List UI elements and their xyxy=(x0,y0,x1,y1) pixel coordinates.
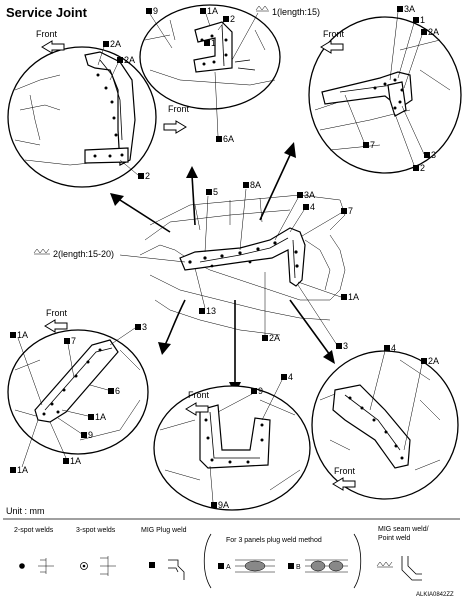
bc-front-arrow-icon xyxy=(185,402,209,416)
tl-front-arrow-icon xyxy=(41,40,65,54)
tl-front-label: Front xyxy=(36,29,58,39)
legend-method-b: B xyxy=(296,564,301,571)
tr-label-7: 7 xyxy=(370,140,375,150)
tl-label-2a-2: 2A xyxy=(124,55,135,65)
tc-front-label: Front xyxy=(168,104,190,114)
tc-seam-icon xyxy=(255,5,269,11)
tc-label-1a: 1A xyxy=(207,6,218,16)
detail-circle-top-left: Front 2A 2A 2 xyxy=(7,29,157,188)
two-spot-weld-icon xyxy=(19,563,25,569)
legend-mig-plug-label: MIG Plug weld xyxy=(141,527,187,534)
bl-label-9: 9 xyxy=(88,430,93,440)
center-label-7: 7 xyxy=(348,206,353,216)
method-a-icon xyxy=(218,563,224,569)
legend-2spot-label: 2-spot welds xyxy=(14,527,54,534)
figure-code: ALKIA0842ZZ xyxy=(416,592,454,598)
tr-front-arrow-icon xyxy=(320,40,344,54)
tr-label-3a: 3A xyxy=(404,4,415,14)
method-b-icon xyxy=(288,563,294,569)
legend-paren-open xyxy=(203,533,212,589)
legend-method-a: A xyxy=(226,564,231,571)
bc-label-4: 4 xyxy=(288,372,293,382)
tl-label-2a-1: 2A xyxy=(110,39,121,49)
tl-label-2: 2 xyxy=(145,171,150,181)
br-front-arrow-icon xyxy=(332,477,356,491)
legend-mig-seam-label-2: Point weld xyxy=(378,535,410,542)
center-label-3: 3 xyxy=(343,341,348,351)
br-front-label: Front xyxy=(334,466,356,476)
three-spot-weld-icon xyxy=(80,562,88,570)
page-title: Service Joint xyxy=(6,5,88,20)
center-label-5: 5 xyxy=(213,187,218,197)
br-label-2a: 2A xyxy=(428,356,439,366)
tr-label-2: 2 xyxy=(420,163,425,173)
mig-plug-weld-icon xyxy=(149,562,155,568)
legend-mig-seam-label-1: MIG seam weld/ xyxy=(378,526,429,533)
center-seam-label: 2(length:15-20) xyxy=(53,249,114,259)
bl-label-1a-bottom-right: 1A xyxy=(70,456,81,466)
bl-label-7: 7 xyxy=(71,336,76,346)
tc-label-1: 1 xyxy=(211,38,216,48)
bl-label-1a-mid: 1A xyxy=(95,412,106,422)
br-label-4: 4 xyxy=(391,343,396,353)
detail-circle-bottom-center: Front 4 9 9A xyxy=(153,372,311,511)
bl-front-arrow-icon xyxy=(44,319,68,333)
center-label-3a: 3A xyxy=(304,190,315,200)
mig-seam-weld-icon xyxy=(376,561,393,567)
tr-front-label: Front xyxy=(323,29,345,39)
tc-label-9: 9 xyxy=(153,6,158,16)
unit-label: Unit : mm xyxy=(6,506,45,516)
legend: 2-spot welds 3-spot welds MIG Plug weld … xyxy=(3,518,460,589)
tc-label-6a: 6A xyxy=(223,134,234,144)
tr-label-3: 3 xyxy=(431,150,436,160)
legend-3panels-label: For 3 panels plug weld method xyxy=(226,537,322,544)
detail-circle-bottom-left: Front 1A 7 3 6 1A 9 1A 1A xyxy=(7,308,149,475)
center-label-4: 4 xyxy=(310,202,315,212)
seam-weld-icon xyxy=(33,248,50,254)
bc-label-9a: 9A xyxy=(218,500,229,510)
bc-label-9: 9 xyxy=(258,386,263,396)
center-label-1a: 1A xyxy=(348,292,359,302)
bl-label-1a-bottom-left: 1A xyxy=(17,465,28,475)
tr-label-2a: 2A xyxy=(428,27,439,37)
center-label-13: 13 xyxy=(206,306,216,316)
tr-label-1: 1 xyxy=(420,15,425,25)
bl-label-6: 6 xyxy=(115,386,120,396)
legend-paren-close xyxy=(353,533,362,589)
bc-front-label: Front xyxy=(188,390,210,400)
tc-front-arrow-icon xyxy=(163,120,187,134)
center-body-view xyxy=(110,142,346,394)
legend-3spot-label: 3-spot welds xyxy=(76,527,116,534)
bl-front-label: Front xyxy=(46,308,68,318)
center-labels: 5 8A 3A 4 7 1A 13 2A 3 2(length:15-20) xyxy=(33,180,359,351)
center-label-8a: 8A xyxy=(250,180,261,190)
tc-seam-label: 1(length:15) xyxy=(272,7,320,17)
center-label-2a: 2A xyxy=(269,333,280,343)
tc-label-2: 2 xyxy=(230,14,235,24)
bl-label-1a-top: 1A xyxy=(17,330,28,340)
detail-circle-top-center: 9 1A 2 1 1(length:15) 6A Front xyxy=(139,4,320,144)
detail-circle-top-right: Front 3A 1 2A 7 3 2 xyxy=(308,4,462,174)
bl-label-3: 3 xyxy=(142,322,147,332)
detail-circle-bottom-right: 4 2A Front xyxy=(311,343,459,500)
